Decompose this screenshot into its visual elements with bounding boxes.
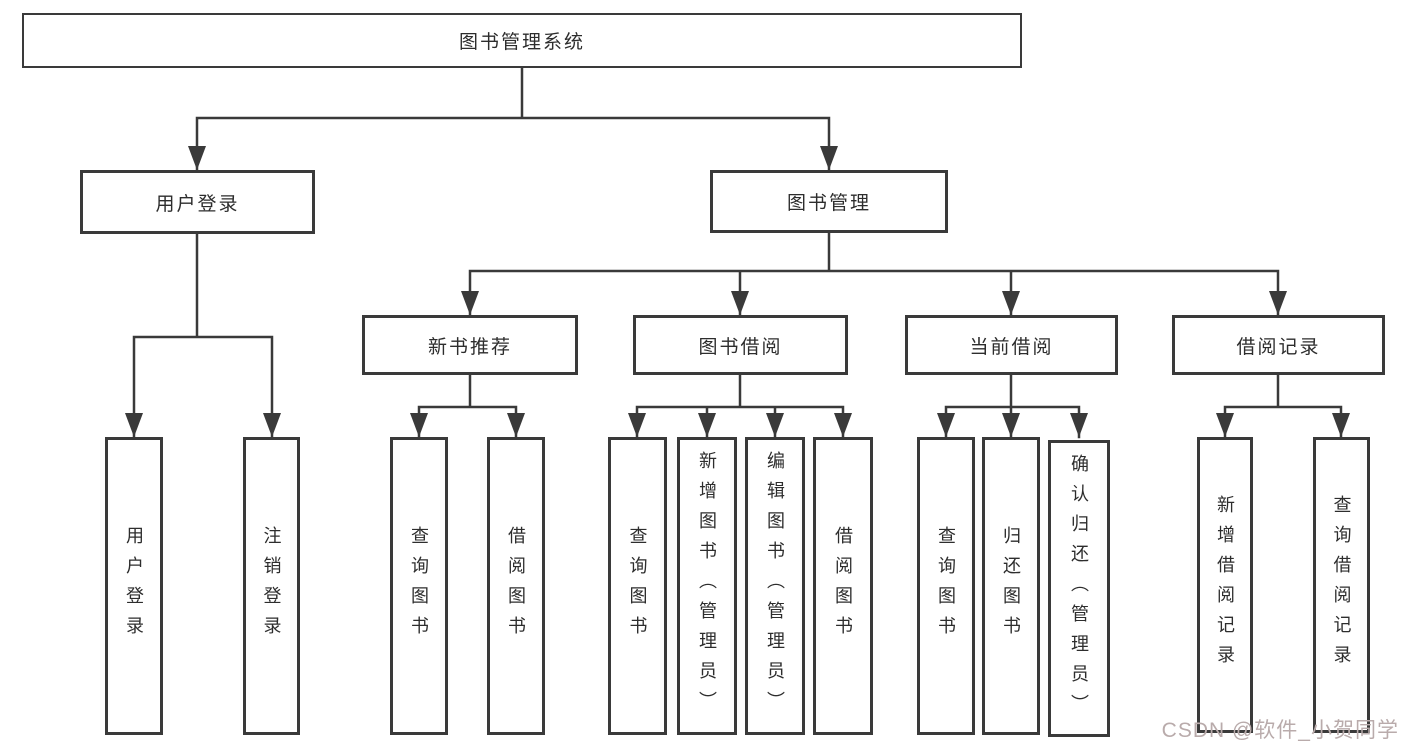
node-new-book-recommend: 新书推荐: [362, 315, 578, 375]
leaf-current-query-books: 查询图书: [917, 437, 975, 735]
leaf-borrowing-add-books-admin: 新增图书（管理员）: [677, 437, 737, 735]
node-book-management: 图书管理: [710, 170, 948, 233]
node-borrowing-records: 借阅记录: [1172, 315, 1385, 375]
leaf-recommend-borrow-books: 借阅图书: [487, 437, 545, 735]
leaf-borrowing-query-books: 查询图书: [608, 437, 667, 735]
node-current-borrowing: 当前借阅: [905, 315, 1118, 375]
leaf-current-confirm-return-admin: 确认归还（管理员）: [1048, 440, 1110, 737]
leaf-recommend-query-books: 查询图书: [390, 437, 448, 735]
connector-path: [132, 66, 1343, 439]
leaf-user-login: 用户登录: [105, 437, 163, 735]
node-user-login: 用户登录: [80, 170, 315, 234]
csdn-watermark: CSDN @软件_小贺同学: [1161, 719, 1399, 742]
leaf-borrowing-edit-books-admin: 编辑图书（管理员）: [745, 437, 805, 735]
node-book-borrowing: 图书借阅: [633, 315, 848, 375]
leaf-logout-login: 注销登录: [243, 437, 300, 735]
leaf-current-return-books: 归还图书: [982, 437, 1040, 735]
leaf-records-query-borrow-record: 查询借阅记录: [1313, 437, 1370, 733]
leaf-records-add-borrow-record: 新增借阅记录: [1197, 437, 1253, 733]
leaf-borrowing-borrow-books: 借阅图书: [813, 437, 873, 735]
arrowhead-icons: [125, 146, 1350, 437]
node-root-system: 图书管理系统: [22, 13, 1022, 68]
